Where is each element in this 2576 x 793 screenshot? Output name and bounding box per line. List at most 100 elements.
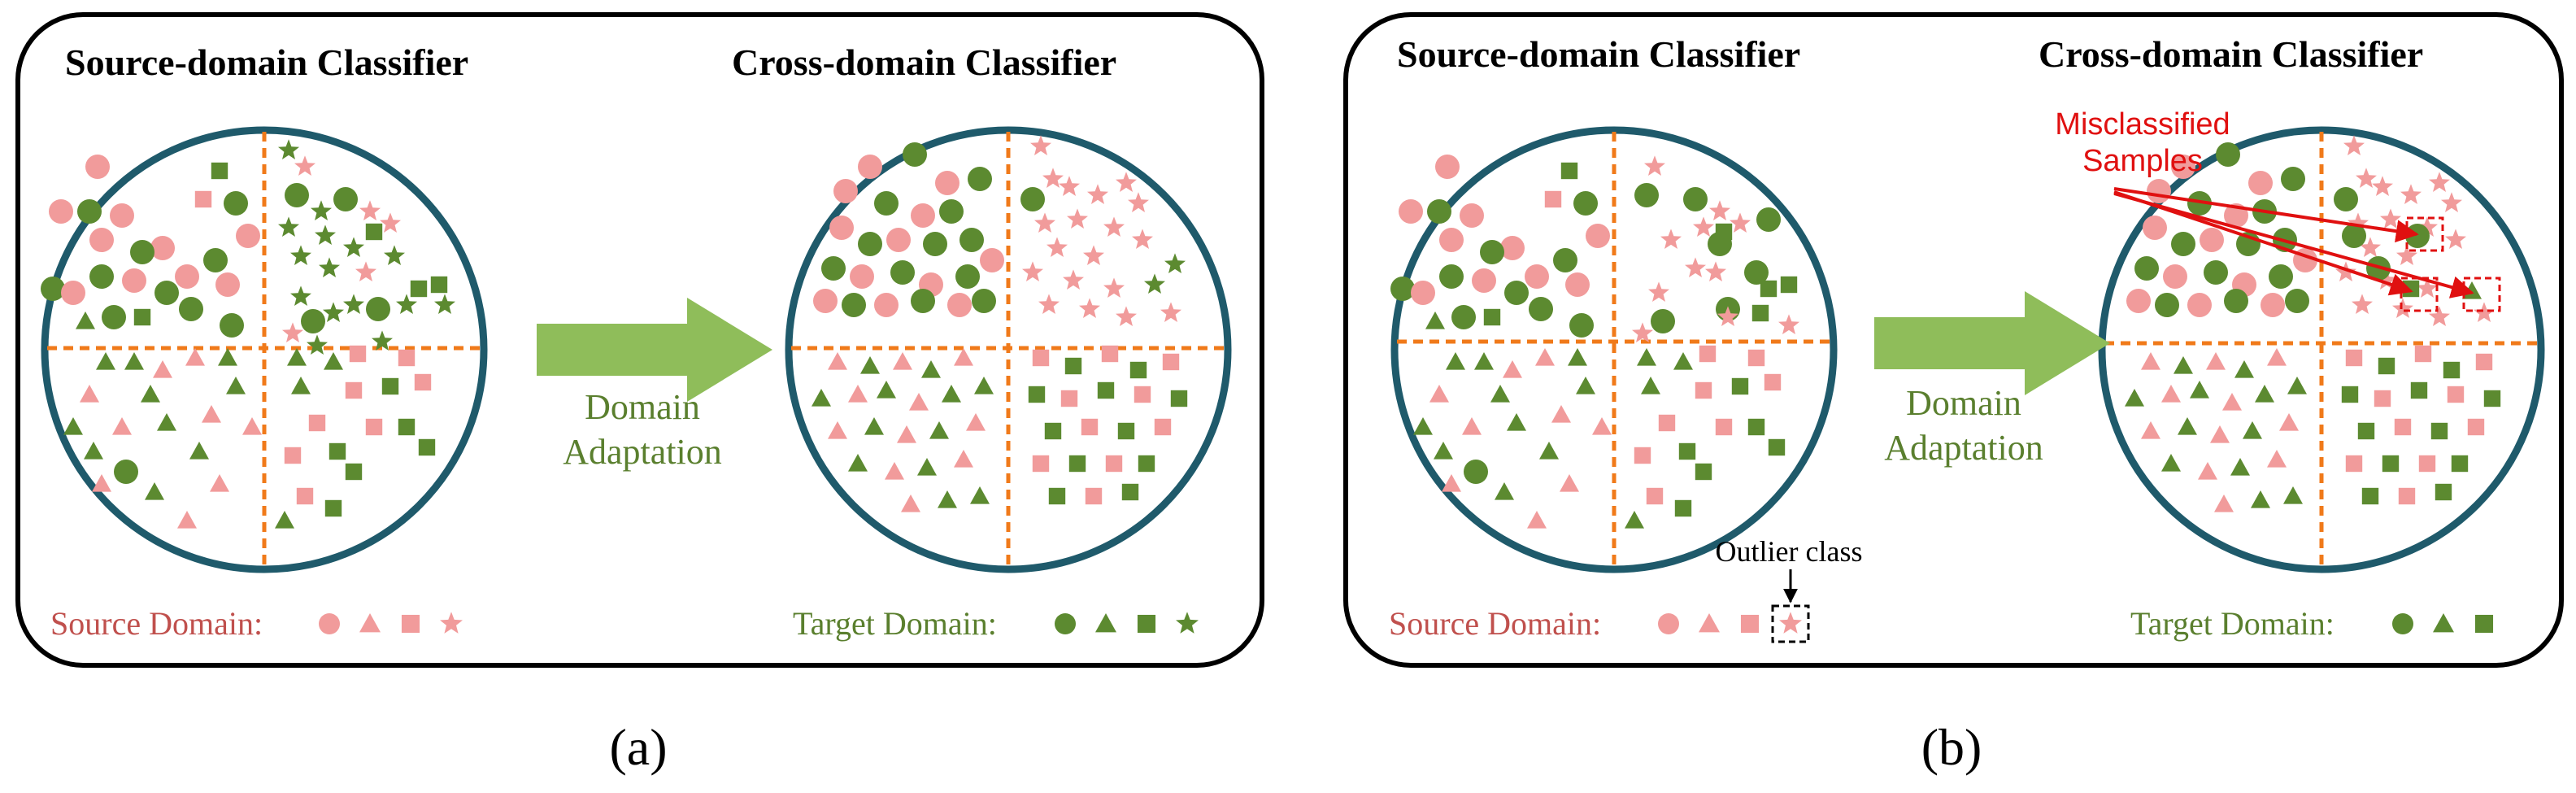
source-square-marker — [1105, 455, 1123, 473]
source-star-marker — [2356, 168, 2377, 188]
target-circle-marker — [1744, 260, 1769, 285]
source-square-marker — [1085, 487, 1103, 505]
source-star-marker — [359, 200, 381, 220]
source-square-marker — [414, 373, 432, 391]
target-triangle-marker — [848, 454, 868, 472]
panel-a-frame — [15, 12, 1264, 668]
source-star-marker — [2335, 261, 2356, 281]
panel-a-left-title: Source-domain Classifier — [65, 41, 468, 83]
source-triangle-marker — [901, 495, 920, 512]
panel-b-source-legend-label: Source Domain: — [1389, 605, 1601, 642]
target-triangle-marker — [2283, 486, 2303, 504]
source-square-marker — [2475, 353, 2493, 371]
target-square-marker — [2357, 422, 2375, 440]
target-triangle-marker — [2125, 389, 2144, 407]
target-square-marker — [1483, 308, 1501, 326]
target-square-marker — [1560, 162, 1578, 180]
target-triangle-marker — [287, 348, 307, 366]
panel-a-sublabel: (a) — [609, 718, 667, 776]
panel-b-arrow-label-line1: Domain — [1906, 383, 2021, 423]
source-triangle-marker — [2141, 352, 2160, 370]
target-circle-marker — [1464, 460, 1488, 484]
target-star-marker — [1164, 253, 1186, 273]
target-star-marker — [343, 237, 364, 257]
misclassified-pointer-1 — [2113, 187, 2419, 243]
panel-b-source-legend-markers — [1658, 612, 1802, 634]
misclassified-box-1 — [2405, 216, 2444, 252]
target-star-marker — [290, 245, 311, 265]
source-star-marker — [1709, 200, 1730, 220]
legend-source-circle — [1658, 613, 1679, 634]
target-triangle-marker — [917, 458, 937, 476]
source-star-marker — [1693, 216, 1714, 237]
source-triangle-marker — [897, 425, 916, 443]
target-triangle-marker — [877, 381, 896, 399]
source-circle-marker — [1460, 203, 1484, 228]
panel-a-arrow-label-line2: Adaptation — [563, 432, 722, 472]
source-star-marker — [1063, 269, 1084, 290]
source-circle-marker — [2147, 179, 2171, 203]
source-star-marker — [2429, 306, 2450, 326]
target-triangle-marker — [84, 442, 103, 460]
panel-b-misclassified-line1: Misclassified — [2055, 107, 2230, 142]
legend-target-circle — [2392, 613, 2413, 634]
panel-b-outlier-label: Outlier class — [1716, 535, 1863, 568]
source-triangle-marker — [185, 348, 205, 366]
target-square-marker — [1121, 483, 1139, 501]
source-star-marker — [1046, 237, 1068, 257]
panel-b-target-legend-markers — [2392, 613, 2494, 634]
target-circle-marker — [1553, 248, 1577, 272]
misclassified-box-3 — [2462, 277, 2501, 312]
target-circle-marker — [2134, 256, 2159, 281]
target-circle-marker — [1651, 309, 1675, 333]
legend-source-circle — [319, 613, 340, 634]
target-circle-marker — [114, 460, 138, 484]
source-square-marker — [2394, 418, 2412, 436]
target-circle-marker — [903, 142, 927, 167]
target-circle-marker — [2334, 187, 2358, 211]
source-triangle-marker — [1592, 417, 1612, 435]
source-square-marker — [2447, 386, 2465, 403]
source-star-marker — [1730, 212, 1751, 233]
source-triangle-marker — [202, 405, 221, 423]
source-triangle-marker — [242, 417, 262, 435]
target-circle-marker — [874, 191, 899, 216]
source-triangle-marker — [2161, 385, 2181, 403]
panel-b-left-title: Source-domain Classifier — [1397, 33, 1800, 75]
panel-a-arrow-label-line1: Domain — [585, 387, 700, 427]
target-star-marker — [323, 302, 344, 322]
target-square-marker — [1780, 276, 1798, 294]
source-star-marker — [2392, 298, 2413, 318]
source-square-marker — [345, 381, 363, 399]
source-square-marker — [398, 349, 416, 367]
source-star-marker — [2372, 176, 2393, 196]
target-square-marker — [2341, 386, 2359, 403]
target-circle-marker — [1480, 240, 1504, 264]
source-star-marker — [1042, 168, 1064, 188]
target-square-marker — [133, 308, 151, 326]
target-triangle-marker — [124, 352, 144, 370]
target-square-marker — [211, 162, 228, 180]
target-triangle-marker — [1641, 377, 1660, 394]
target-triangle-marker — [2230, 458, 2250, 476]
source-square-marker — [349, 345, 367, 363]
source-star-marker — [282, 322, 303, 342]
panel-b-target-legend-label: Target Domain: — [2130, 605, 2334, 642]
panel-b: Source-domain Classifier Cross-domain Cl… — [1343, 12, 2564, 776]
source-triangle-marker — [1503, 360, 1522, 378]
target-square-marker — [418, 438, 436, 456]
panel-a-right-title: Cross-domain Classifier — [732, 41, 1116, 83]
target-triangle-marker — [2234, 360, 2254, 378]
target-circle-marker — [224, 191, 248, 216]
source-triangle-marker — [210, 474, 229, 492]
target-square-marker — [1028, 386, 1046, 403]
source-circle-marker — [935, 171, 959, 195]
source-star-marker — [1778, 314, 1799, 334]
target-square-marker — [430, 276, 448, 294]
source-star-marker — [1034, 212, 1055, 233]
source-square-marker — [194, 190, 212, 208]
panel-b-misclassified-line2: Samples — [2082, 144, 2203, 178]
source-star-marker — [1160, 302, 1181, 322]
source-star-marker — [1644, 155, 1665, 176]
